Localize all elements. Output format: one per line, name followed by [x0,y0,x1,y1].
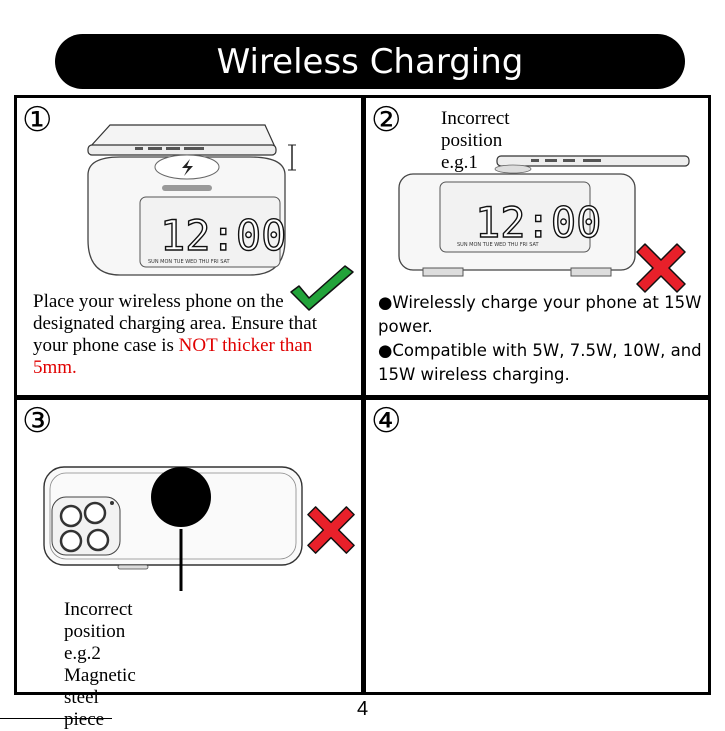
step-number-3: ③ [22,403,53,440]
panel-1-text-main: Place your wireless phone on the designa… [33,291,318,356]
phone-back-illustration [43,466,303,591]
panel-2-bullets: ●Wirelessly charge your phone at 15W pow… [378,291,708,387]
svg-text:SUN MON TUE WED THU FRI SAT: SUN MON TUE WED THU FRI SAT [148,259,231,265]
svg-text:SUN MON TUE WED THU FRI SAT: SUN MON TUE WED THU FRI SAT [457,242,540,248]
bullet-item: ●Compatible with 5W, 7.5W, 10W, and 15W … [378,341,702,384]
bullet-item: ●Wirelessly charge your phone at 15W pow… [378,293,702,336]
step-number-1: ① [22,102,53,139]
cross-icon [307,506,355,554]
grid-divider-horizontal [14,395,711,400]
clock-digits-2: 12:00 [475,198,601,247]
check-icon [290,265,354,311]
step-number-4: ④ [371,403,402,440]
panel-1-text: Place your wireless phone on the designa… [33,291,353,379]
panel-2-caption: Incorrect position e.g.1 [441,108,510,173]
step-number-2: ② [371,102,402,139]
caption-line: Incorrect position e.g.2 [64,599,133,664]
page-title: Wireless Charging [55,34,685,89]
misplaced-phone-illustration: 12:00 SUN MON TUE WED THU FRI SAT [398,155,690,277]
panel-3-caption: Incorrect position e.g.2 Magnetic steel … [64,599,136,731]
cross-icon [636,243,686,293]
panel-1-text-warning: NOT thicker than 5mm. [33,335,313,378]
footer-rule [0,718,112,719]
clock-digits: 12:00 [160,211,286,260]
alarm-clock-with-phone-illustration: 12:00 SUN MON TUE WED THU FRI SAT [87,124,296,276]
page-number: 4 [356,698,369,720]
